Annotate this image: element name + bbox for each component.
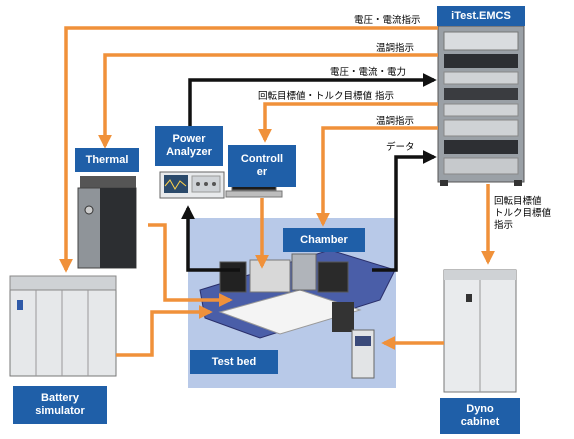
- signal-data: データ: [386, 142, 415, 153]
- signal-voltage-current-cmd: 電圧・電流指示: [354, 15, 421, 26]
- dyno-line1: Dyno: [466, 403, 494, 415]
- line-rotation-torque-to-controller: [258, 102, 438, 143]
- signal-temp-cmd-thermal: 温調指示: [376, 43, 415, 54]
- thermal-unit-image: [77, 176, 137, 269]
- power-analyzer-label: Power Analyzer: [155, 126, 223, 166]
- battery-simulator-label: Battery simulator: [13, 386, 107, 424]
- itest-rack-image: [437, 25, 525, 186]
- controller-line2: er: [256, 166, 268, 178]
- line-thermal-to-testbed: [148, 223, 233, 307]
- test-bed-label: Test bed: [190, 350, 278, 374]
- line-voltage-current-to-battery: [59, 26, 438, 273]
- signal-voltage-current-power: 電圧・電流・電力: [330, 67, 407, 78]
- line-power-analyzer-to-itest: [188, 73, 437, 126]
- black-connections: [181, 73, 437, 272]
- line-temp-to-chamber: [316, 126, 438, 227]
- power-analyzer-line1: Power: [172, 133, 206, 145]
- controller-line1: Controll: [240, 153, 284, 165]
- itest-label: iTest.EMCS: [437, 6, 525, 26]
- power-analyzer-image: [159, 171, 225, 199]
- line-testbed-data-to-itest: [181, 205, 240, 272]
- thermal-label: Thermal: [75, 148, 139, 172]
- battery-simulator-image: [9, 275, 117, 377]
- dyno-line2: cabinet: [460, 416, 500, 428]
- test-bed-label-text: Test bed: [211, 355, 257, 368]
- signal-dyno-cmd-line2: トルク目標値: [494, 208, 552, 219]
- dyno-cabinet-label: Dyno cabinet: [440, 398, 520, 434]
- thermal-label-text: Thermal: [85, 153, 129, 166]
- signal-dyno-cmd-line3: 指示: [494, 220, 514, 231]
- orange-connections: [59, 26, 495, 357]
- chamber-label: Chamber: [283, 228, 365, 252]
- battery-line1: Battery: [41, 392, 79, 404]
- signal-rotation-torque-cmd: 回転目標値・トルク目標値 指示: [258, 91, 395, 102]
- signal-temp-cmd-chamber: 温調指示: [376, 116, 415, 127]
- dyno-cabinet-image: [443, 269, 517, 393]
- itest-label-text: iTest.EMCS: [451, 9, 511, 22]
- chamber-label-text: Chamber: [300, 233, 348, 246]
- line-temp-to-thermal: [98, 53, 438, 149]
- signal-dyno-cmd: 回転目標値 トルク目標値 指示: [494, 196, 551, 232]
- signal-dyno-cmd-line1: 回転目標値: [494, 196, 542, 207]
- power-analyzer-line2: Analyzer: [166, 146, 212, 158]
- line-data-to-itest: [372, 150, 437, 272]
- battery-line2: simulator: [35, 405, 85, 417]
- controller-label: Controll er: [228, 145, 296, 187]
- line-battery-to-testbed: [116, 305, 213, 357]
